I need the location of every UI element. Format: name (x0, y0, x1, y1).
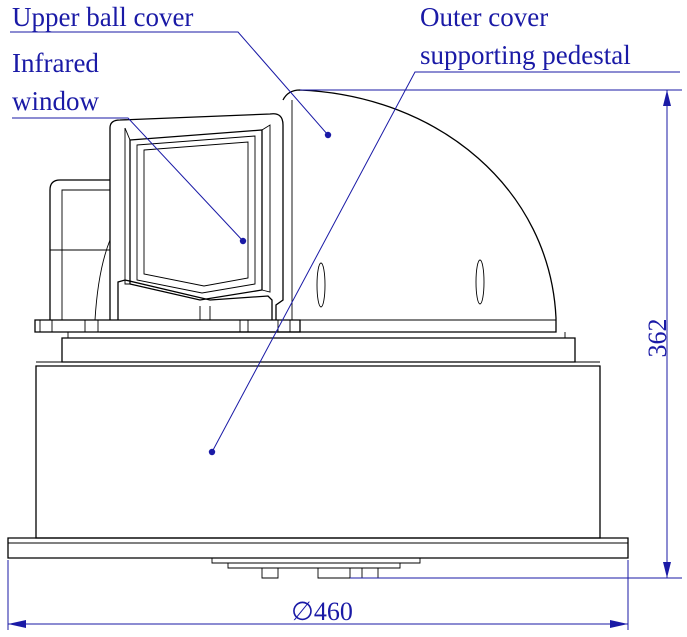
label-infrared-line2: window (12, 86, 100, 116)
label-infrared-line1: Infrared (12, 48, 99, 78)
dimension-diameter-value: ∅460 (291, 597, 353, 626)
leader-upper-ball-cover (10, 31, 329, 136)
dimension-height-value: 362 (643, 319, 672, 358)
infrared-housing-shape (109, 113, 284, 320)
leader-dot-upper-ball-cover (324, 131, 332, 139)
dimension-diameter: ∅460 (7, 560, 629, 630)
leader-lines (10, 31, 680, 456)
leader-infrared-window (12, 117, 244, 242)
callout-labels: Upper ball cover Outer cover supporting … (12, 2, 631, 116)
label-upper-ball-cover: Upper ball cover (12, 2, 193, 32)
dome-camera-outline (7, 89, 629, 579)
upper-ball-cover-shape (100, 89, 557, 333)
leader-outer-cover (211, 71, 680, 453)
label-outer-cover-line1: Outer cover (420, 2, 548, 32)
label-outer-cover-line2: supporting pedestal (420, 40, 631, 70)
leader-dot-infrared-window (239, 237, 247, 245)
dimension-height: 362 (300, 89, 682, 579)
pedestal-shape (35, 365, 601, 539)
leader-dot-outer-cover (208, 448, 216, 456)
